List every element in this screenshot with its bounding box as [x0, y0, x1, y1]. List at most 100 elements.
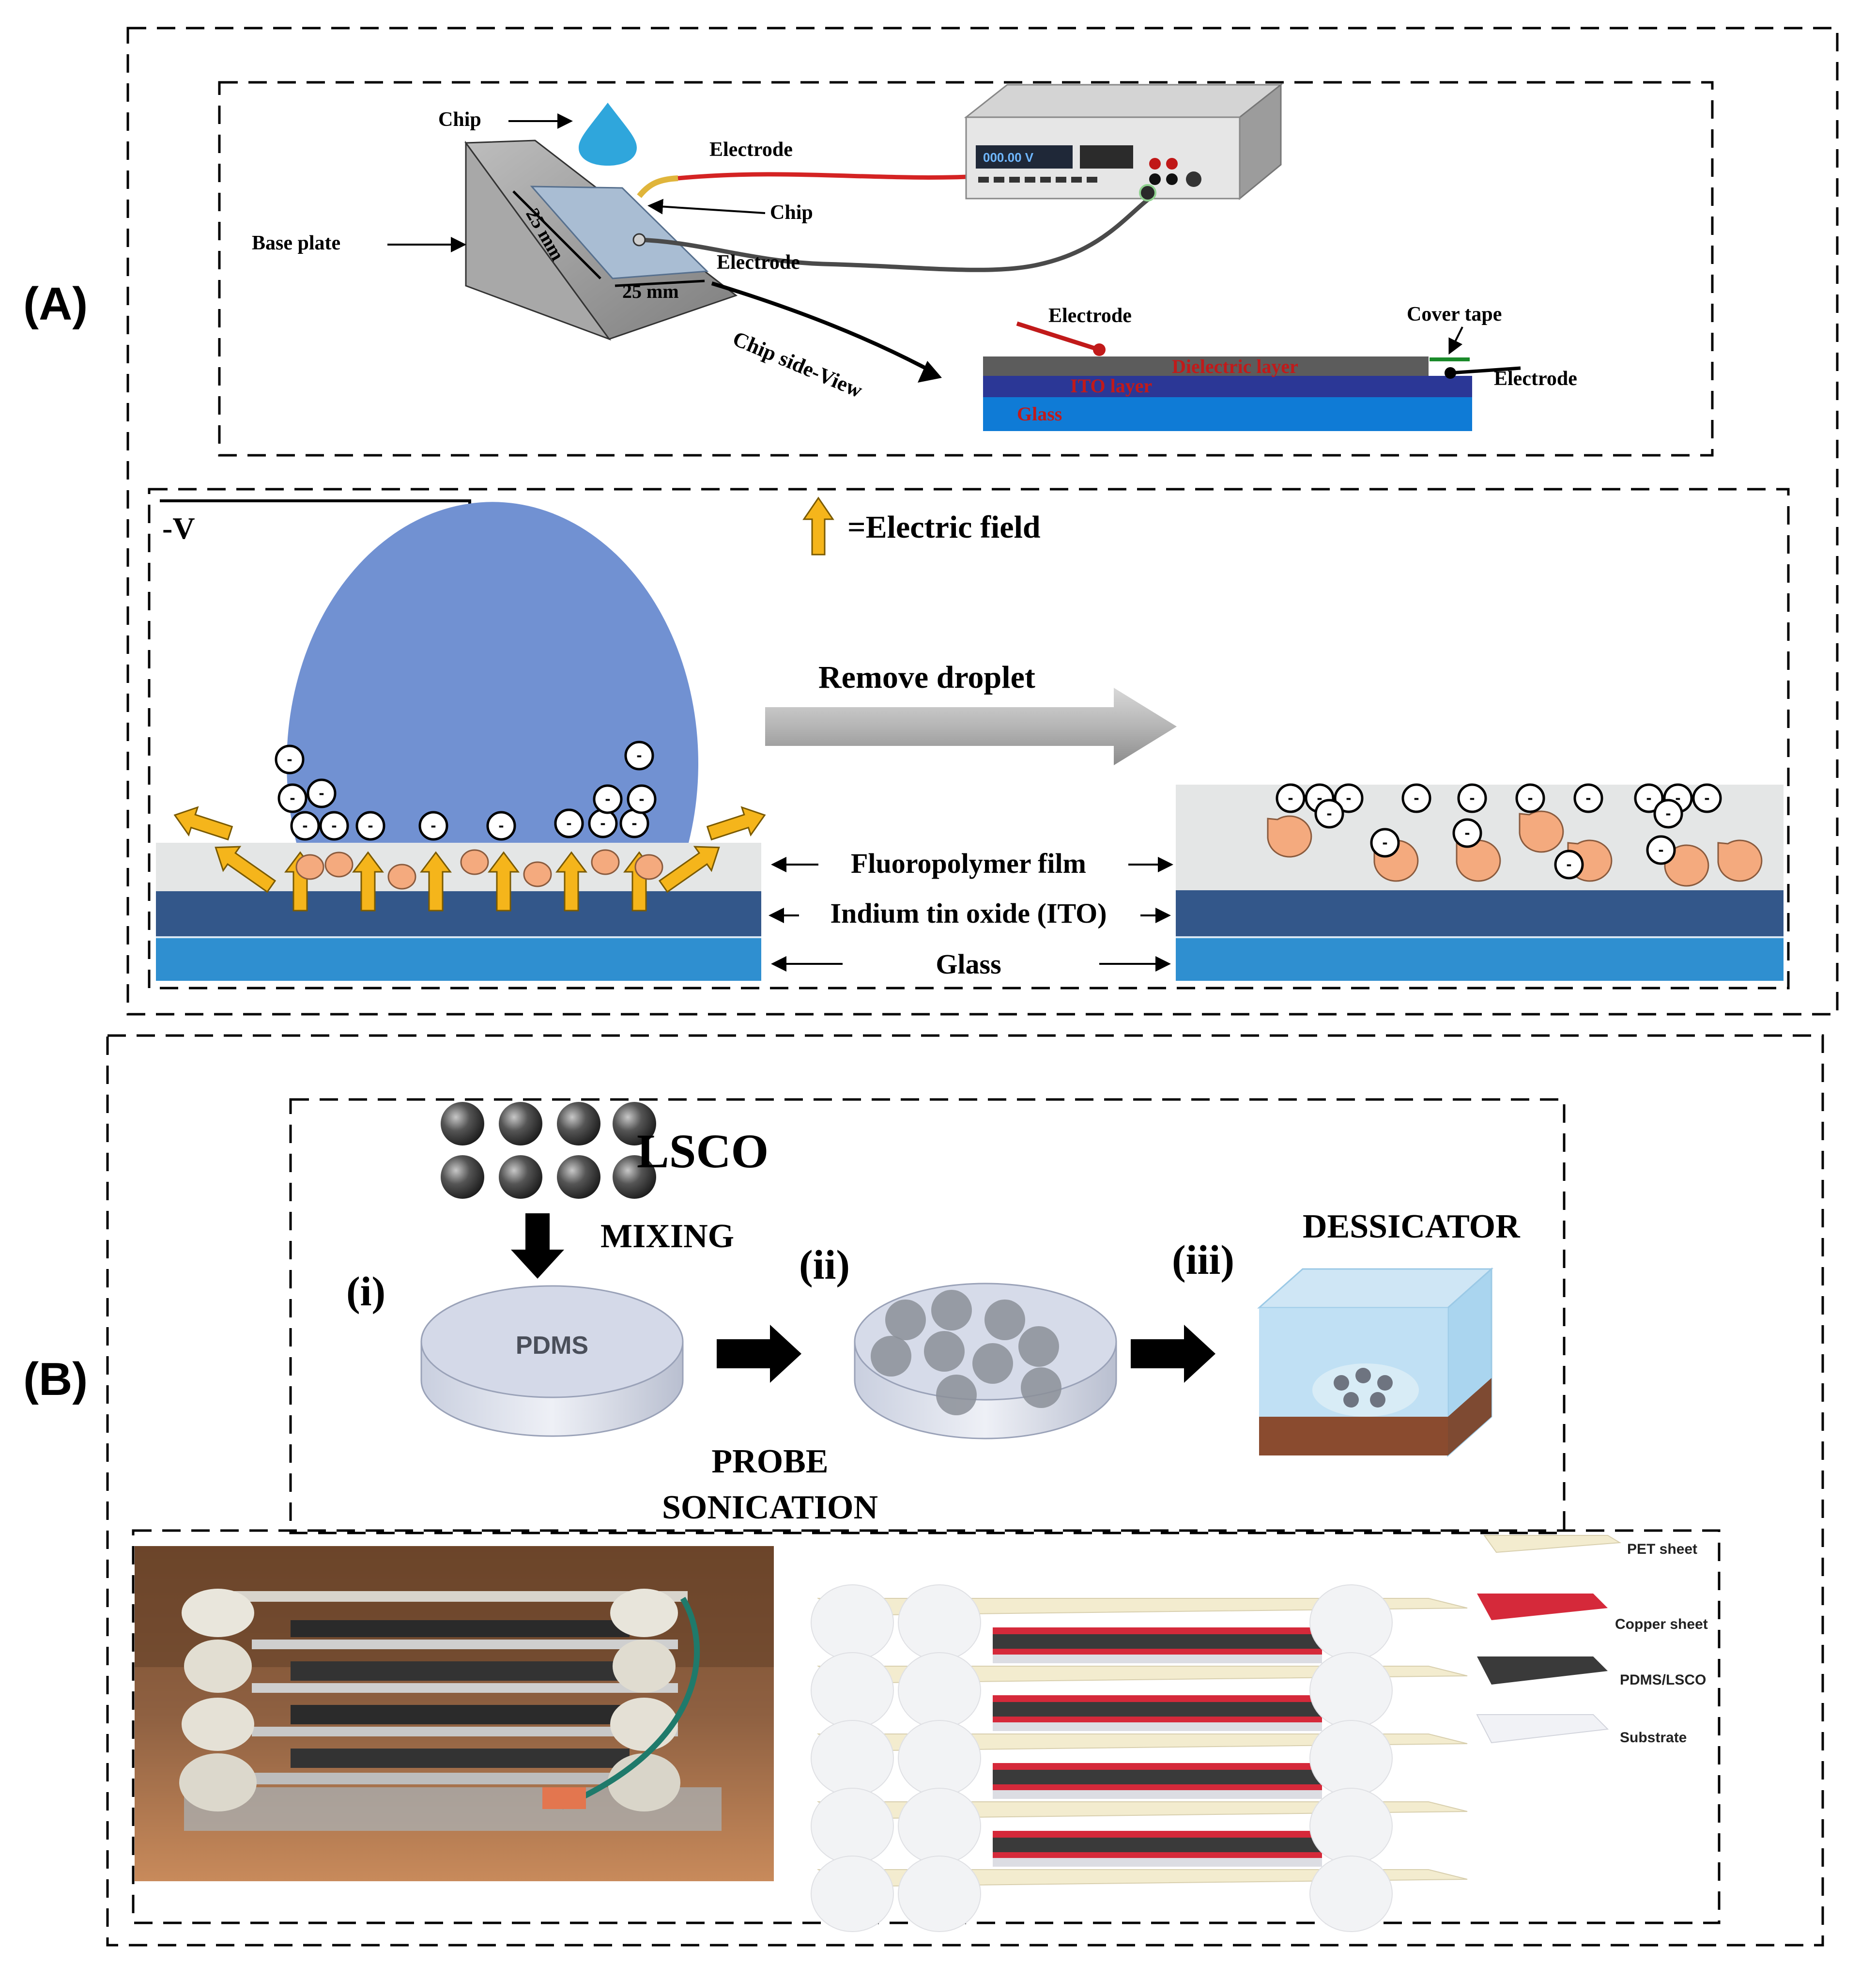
dessicator-particle — [1334, 1375, 1349, 1391]
chip-label: Chip — [770, 201, 813, 224]
dessicator-particles — [1334, 1368, 1393, 1408]
field-arrow — [555, 851, 587, 912]
lsco-bead — [499, 1102, 542, 1145]
legend-copper-tile — [1477, 1594, 1608, 1620]
copper-sheet — [993, 1852, 1322, 1858]
legend-pet-tile — [1483, 1535, 1622, 1553]
charging-subpanel: -V =Electric field Remove droplet Fluoro… — [148, 488, 1790, 990]
setup-frame — [218, 81, 1714, 457]
support-pillar — [898, 1652, 981, 1729]
pdms-lsco-layer — [993, 1770, 1322, 1784]
particle — [1664, 844, 1709, 887]
negative-charge: - — [1573, 783, 1603, 813]
svg-text:-: - — [600, 814, 605, 832]
chip-plate — [530, 186, 709, 279]
substrate-layer — [993, 1858, 1322, 1867]
particle — [460, 849, 489, 875]
electrode-top-label: Electrode — [709, 139, 793, 161]
pdms-lsco-layer — [993, 1838, 1322, 1852]
copper-sheet — [993, 1695, 1322, 1702]
copper-sheet — [993, 1627, 1322, 1634]
dessicator-box — [1257, 1267, 1493, 1457]
ito-right — [1176, 890, 1784, 937]
dessicator-particle — [1355, 1368, 1371, 1383]
copper-sheet — [993, 1649, 1322, 1655]
negative-charge: - — [588, 808, 618, 838]
meter-screen — [976, 145, 1073, 169]
dessicator-particle — [1370, 1392, 1385, 1408]
particle — [1519, 810, 1564, 853]
side-electrode-left-label: Electrode — [1048, 305, 1132, 327]
chip-side-view: Dielectric layer ITO layer Glass Electro… — [983, 303, 1577, 431]
negative-charge: - — [1554, 850, 1584, 880]
dielectric-label: Dielectric layer — [1172, 356, 1298, 377]
layer-glass-label: Glass — [936, 948, 1001, 980]
svg-text:-: - — [1317, 789, 1322, 807]
particle — [324, 851, 354, 878]
pdms-label: PDMS — [516, 1331, 588, 1360]
disc-particle — [972, 1343, 1013, 1384]
panel-b-label: (B) — [23, 1353, 88, 1405]
side-view-arrowhead — [918, 361, 942, 383]
base-plate-label: Base plate — [252, 232, 340, 254]
svg-text:-: - — [1469, 789, 1475, 807]
voltage-label: -V — [162, 511, 195, 545]
svg-text:-: - — [631, 814, 637, 832]
panel-a: (A) 25 mm 25 mm Chip Base plate Elec — [23, 27, 1839, 1016]
remove-droplet-label: Remove droplet — [818, 660, 1035, 695]
panel-a-frame — [126, 27, 1839, 1016]
lsco-bead — [557, 1102, 600, 1145]
disc-particle — [924, 1331, 965, 1372]
legend-pet-label: PET sheet — [1627, 1541, 1697, 1557]
svg-text:-: - — [636, 746, 642, 764]
field-arrow — [173, 806, 233, 841]
water-drop-icon — [579, 103, 637, 166]
copper-sheet — [993, 1763, 1322, 1770]
svg-text:-: - — [431, 817, 436, 835]
support-pillar — [1309, 1652, 1393, 1729]
ito-layer — [983, 376, 1472, 397]
substrate-layer — [993, 1655, 1322, 1663]
support-pillar — [898, 1856, 981, 1932]
negative-charge: - — [554, 808, 584, 838]
lsco-bead — [441, 1155, 484, 1199]
meter-display: 000.00 V — [983, 150, 1034, 165]
support-pillar — [811, 1788, 894, 1864]
chip-drop-label: Chip — [438, 108, 481, 131]
arrow-step-2 — [1131, 1325, 1215, 1383]
negative-charge: - — [1452, 818, 1482, 848]
lsco-beads — [441, 1102, 656, 1199]
support-pillar — [811, 1720, 894, 1796]
svg-text:-: - — [1464, 824, 1470, 842]
field-arrow — [215, 846, 277, 893]
particle — [1267, 815, 1312, 858]
negative-charge: - — [1314, 799, 1344, 829]
disc-particle — [1018, 1326, 1059, 1367]
lsco-label: LSCO — [637, 1124, 769, 1178]
electrode-bottom-label: Electrode — [717, 251, 800, 274]
side-electrode-left-tip — [1093, 343, 1106, 356]
field-arrow — [420, 851, 452, 912]
glass-label: Glass — [1017, 403, 1062, 425]
support-pillar — [1309, 1856, 1393, 1932]
negative-charge: - — [1646, 835, 1676, 865]
process-frame — [289, 1098, 1566, 1534]
svg-text:-: - — [1288, 789, 1293, 807]
step3-label: (iii) — [1172, 1237, 1234, 1283]
negative-charge: - — [1370, 828, 1400, 858]
field-arrow — [488, 851, 520, 912]
electrode-contact — [632, 233, 646, 247]
side-electrode-left — [1016, 321, 1100, 352]
negative-charge: - — [1276, 783, 1306, 813]
svg-text:-: - — [319, 784, 324, 802]
svg-text:-: - — [1566, 855, 1571, 873]
disc-particle — [984, 1300, 1025, 1340]
negative-charge: - — [1334, 783, 1364, 813]
legend-copper-label: Copper sheet — [1615, 1616, 1708, 1632]
ito-left — [156, 891, 761, 937]
disc-particle — [871, 1336, 911, 1377]
dessicator-particle — [1377, 1375, 1393, 1391]
negative-charge: - — [1653, 799, 1683, 829]
lsco-bead — [557, 1155, 600, 1199]
